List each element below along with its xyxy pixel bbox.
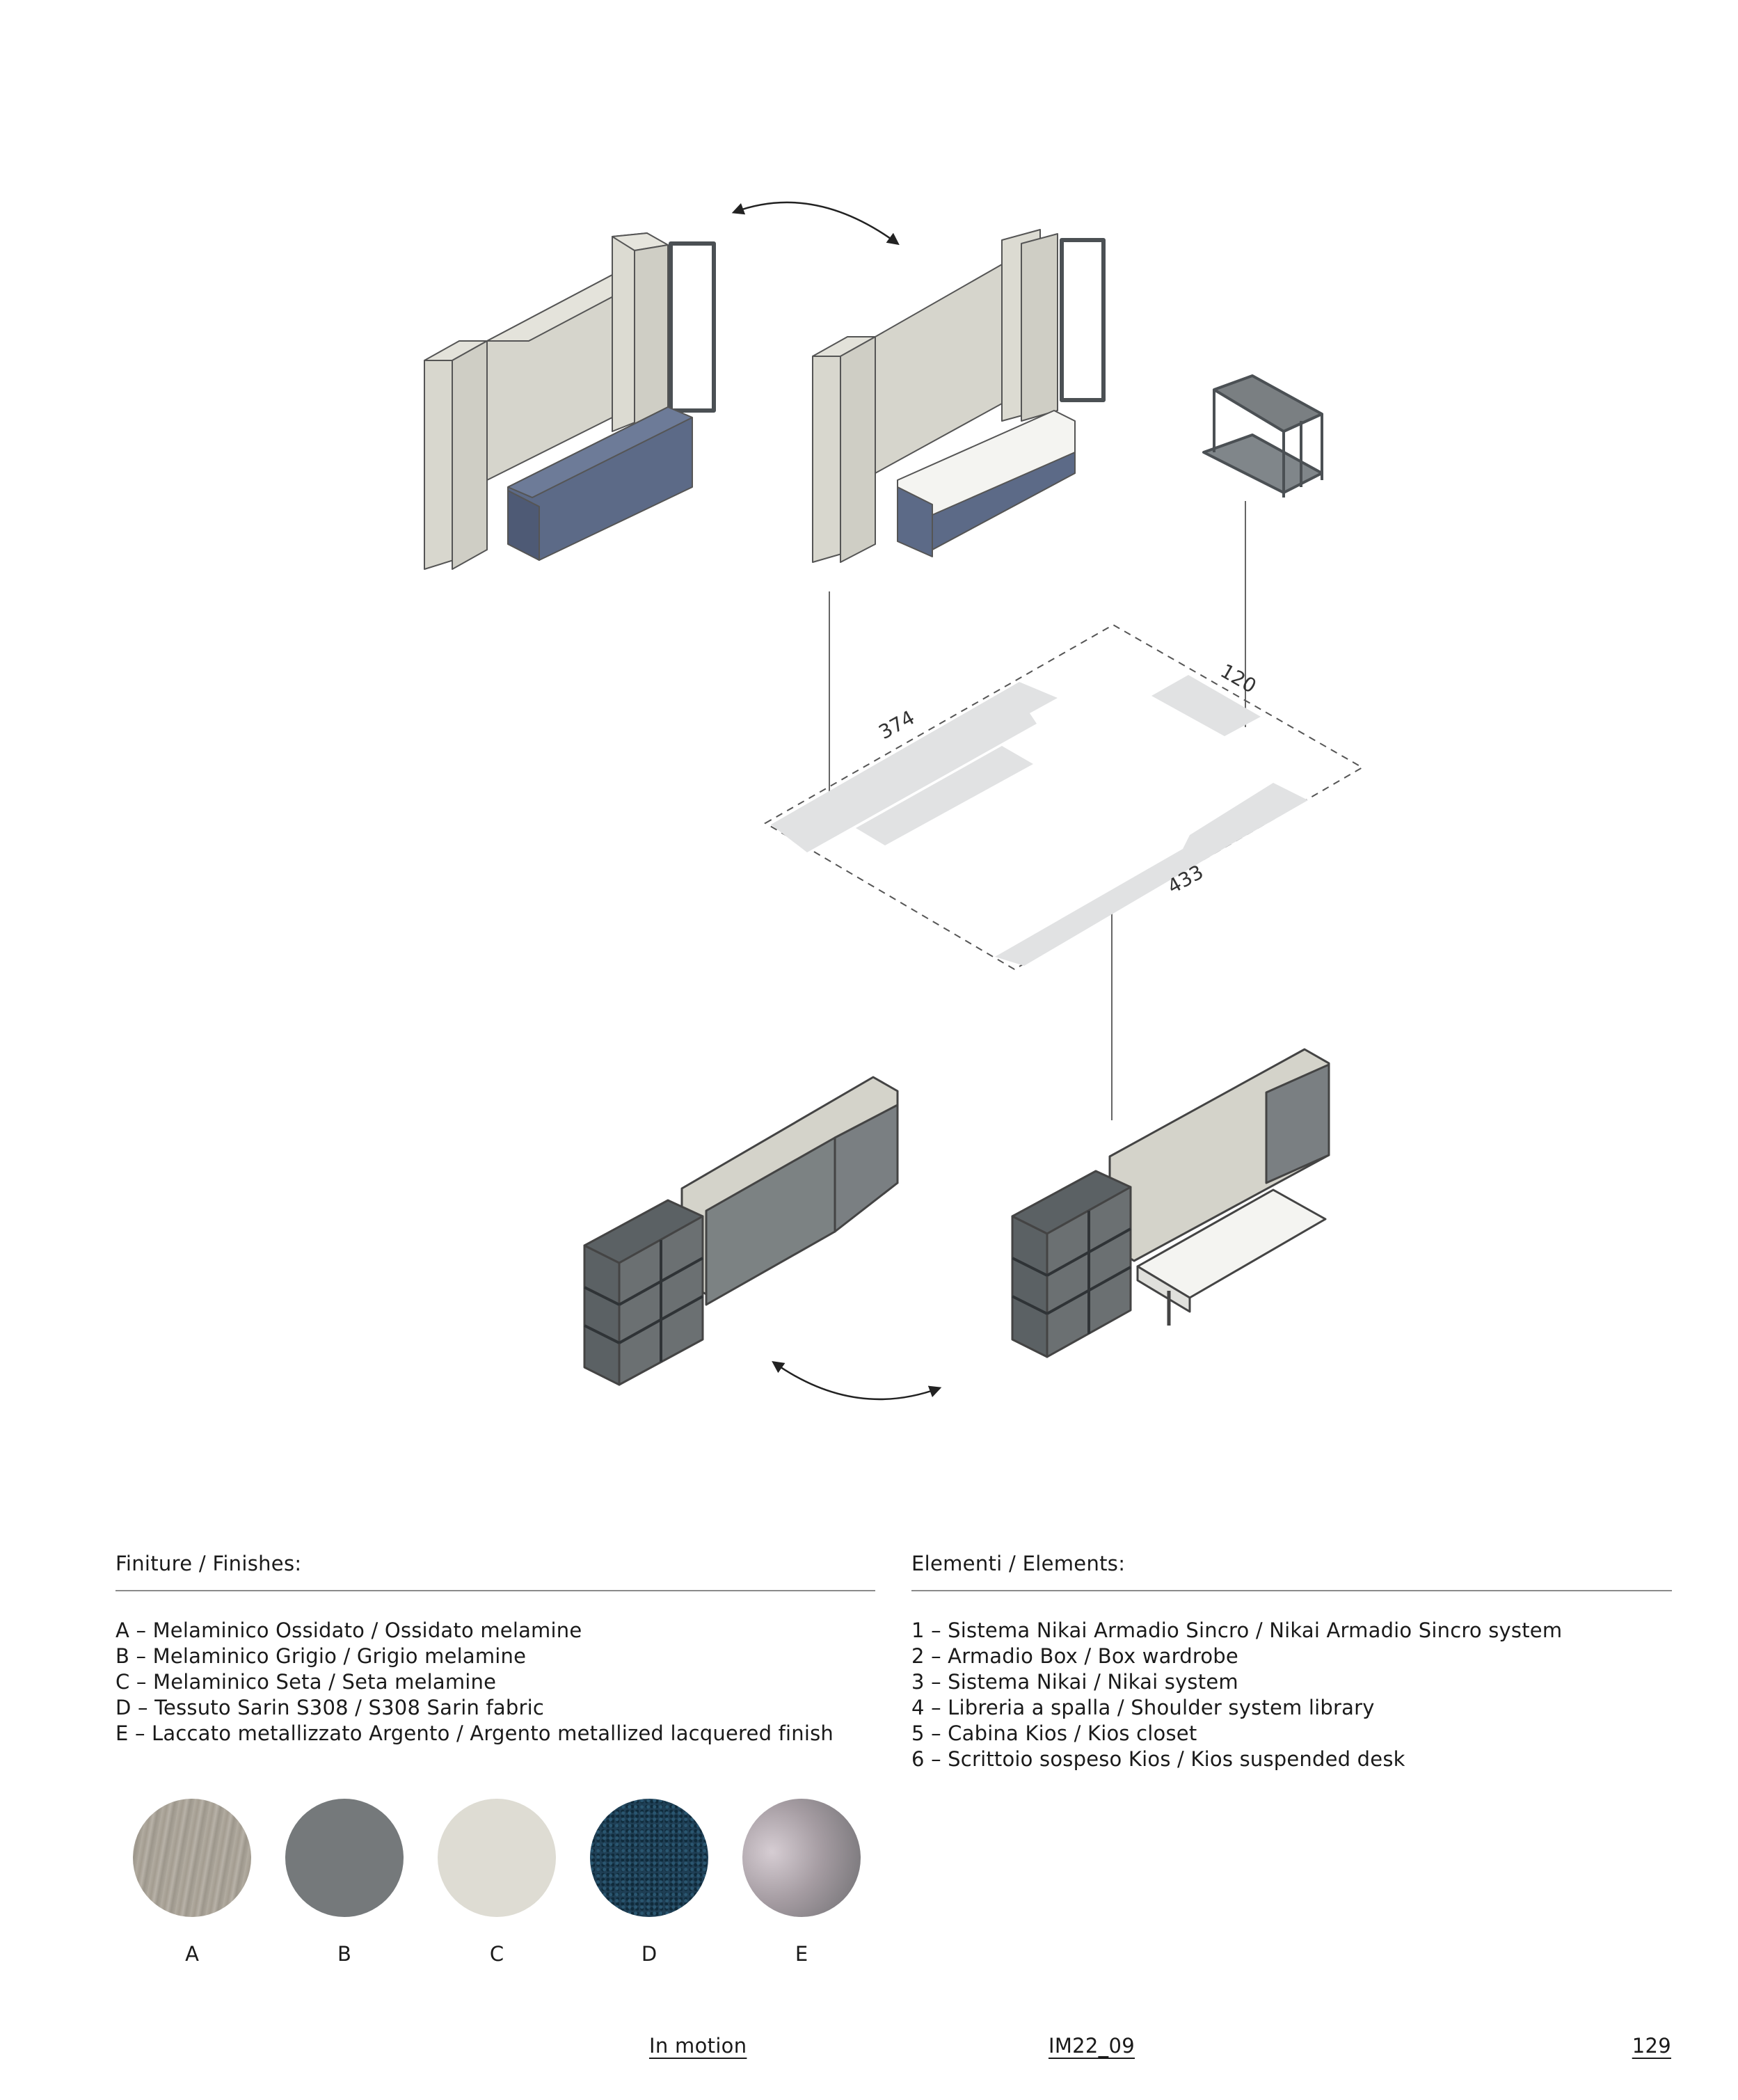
finishes-list: A – Melaminico Ossidato / Ossidato melam… [115, 1618, 834, 1747]
element-item: 3 – Sistema Nikai / Nikai system [911, 1670, 1238, 1694]
furniture-illustration: 374 120 433 [424, 201, 1364, 1401]
element-item: 6 – Scrittoio sospeso Kios / Kios suspen… [911, 1747, 1405, 1771]
element-item: 2 – Armadio Box / Box wardrobe [911, 1644, 1238, 1668]
elements-list: 1 – Sistema Nikai Armadio Sincro / Nikai… [911, 1618, 1562, 1772]
finish-swatches: A B C D E [129, 1799, 895, 1966]
finishes-heading: Finiture / Finishes: [115, 1552, 302, 1575]
swatch-b-disc [285, 1799, 404, 1917]
swatch-a-disc [133, 1799, 251, 1917]
swatch-d-label: D [641, 1942, 657, 1966]
swatch-a-label: A [185, 1942, 199, 1966]
finish-item: A – Melaminico Ossidato / Ossidato melam… [115, 1618, 582, 1642]
swatch-c-label: C [489, 1942, 504, 1966]
unit-sofa-closed [424, 232, 716, 570]
unit-bed-open [812, 229, 1106, 563]
swatch-c: C [438, 1799, 556, 1966]
finish-item: E – Laccato metallizzato Argento / Argen… [115, 1721, 834, 1745]
dimension-374: 374 [875, 706, 918, 744]
swatch-a: A [133, 1799, 251, 1966]
finish-item: B – Melaminico Grigio / Grigio melamine [115, 1644, 527, 1668]
leader-lines [829, 501, 1246, 1120]
finishes-divider [115, 1590, 875, 1591]
finish-item: C – Melaminico Seta / Seta melamine [115, 1670, 497, 1694]
finish-item: D – Tessuto Sarin S308 / S308 Sarin fabr… [115, 1696, 544, 1719]
swatch-d-disc [590, 1799, 708, 1917]
swap-arrow-top [731, 201, 900, 246]
swatch-e-disc [742, 1799, 861, 1917]
floor-plan [764, 623, 1364, 971]
element-item: 4 – Libreria a spalla / Shoulder system … [911, 1696, 1375, 1719]
element-item: 1 – Sistema Nikai Armadio Sincro / Nikai… [911, 1618, 1563, 1642]
unit-library-closed [583, 1076, 899, 1386]
footer-page-number[interactable]: 129 [1632, 2034, 1671, 2058]
footer-code-link[interactable]: IM22_09 [1049, 2034, 1135, 2058]
elements-divider [911, 1590, 1672, 1591]
unit-suspended-desk [1202, 374, 1323, 498]
swatch-c-disc [438, 1799, 556, 1917]
element-item: 5 – Cabina Kios / Kios closet [911, 1721, 1197, 1745]
swap-arrow-bottom [772, 1360, 942, 1401]
swatch-e: E [742, 1799, 861, 1966]
footer-section-link[interactable]: In motion [649, 2034, 747, 2058]
unit-library-open [1011, 1048, 1330, 1358]
swatch-b: B [285, 1799, 404, 1966]
dimension-120: 120 [1217, 659, 1261, 697]
swatch-d: D [590, 1799, 708, 1966]
swatch-b-label: B [337, 1942, 351, 1966]
swatch-e-label: E [795, 1942, 808, 1966]
elements-heading: Elementi / Elements: [911, 1552, 1126, 1575]
